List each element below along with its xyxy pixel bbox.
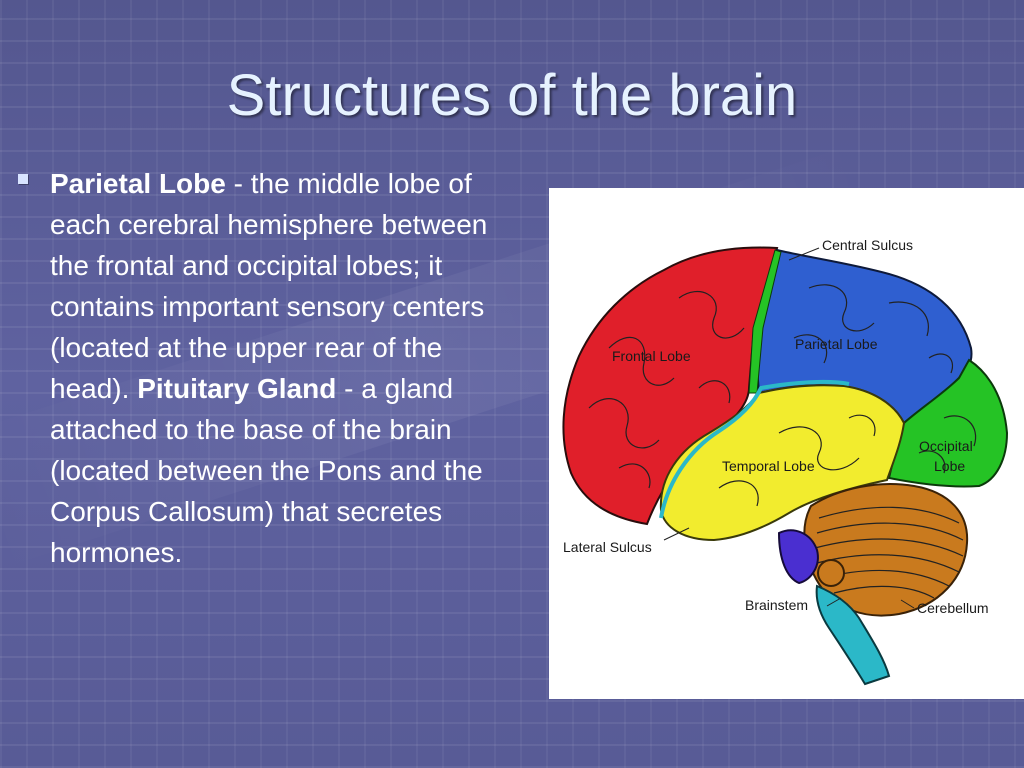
temporal-lobe-region bbox=[659, 384, 906, 542]
pituitary-region bbox=[777, 529, 819, 585]
bullet-paragraph: Parietal Lobe - the middle lobe of each … bbox=[50, 163, 518, 573]
pons-bulb bbox=[817, 559, 845, 587]
slide-title: Structures of the brain bbox=[226, 63, 798, 128]
term-pituitary-gland: Pituitary Gland bbox=[137, 373, 337, 404]
label-occipital-lobe-line1: Occipital bbox=[919, 438, 973, 454]
bullet-icon bbox=[18, 174, 28, 184]
lateral-sulcus-line bbox=[659, 379, 850, 519]
occipital-lobe-region bbox=[887, 358, 1009, 488]
cerebellum-region bbox=[803, 483, 969, 617]
label-cerebellum: Cerebellum bbox=[917, 600, 989, 616]
label-brainstem: Brainstem bbox=[745, 597, 808, 613]
brainstem-region bbox=[815, 584, 891, 686]
definition-pituitary-gland: - a gland attached to the base of the br… bbox=[50, 373, 483, 568]
label-parietal-lobe: Parietal Lobe bbox=[795, 336, 878, 352]
label-occipital-lobe-line2: Lobe bbox=[934, 458, 965, 474]
brain-diagram: Central Sulcus Frontal Lobe Parietal Lob… bbox=[549, 188, 1024, 699]
label-temporal-lobe: Temporal Lobe bbox=[722, 458, 815, 474]
definition-parietal-lobe: - the middle lobe of each cerebral hemis… bbox=[50, 168, 488, 404]
label-frontal-lobe: Frontal Lobe bbox=[612, 348, 691, 364]
slide-body: Parietal Lobe - the middle lobe of each … bbox=[18, 163, 518, 573]
label-central-sulcus: Central Sulcus bbox=[822, 237, 913, 253]
term-parietal-lobe: Parietal Lobe bbox=[50, 168, 226, 199]
leader-lines bbox=[663, 247, 915, 609]
label-lateral-sulcus: Lateral Sulcus bbox=[563, 539, 652, 555]
cortex-folds bbox=[588, 284, 977, 507]
brain-illustration: Central Sulcus Frontal Lobe Parietal Lob… bbox=[562, 237, 1009, 686]
